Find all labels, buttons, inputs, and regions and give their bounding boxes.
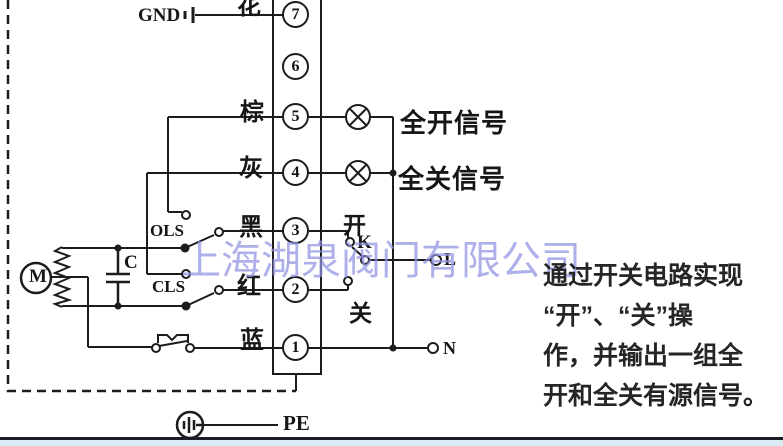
- thermal-lever: [158, 340, 188, 347]
- lamp-full-open: [345, 104, 371, 130]
- watermark-text: 上海湖泉阀门有限公司: [181, 238, 581, 283]
- pe-label: PE: [283, 411, 310, 435]
- motor-symbol: [19, 246, 73, 308]
- gnd-symbol: [183, 7, 195, 23]
- terminal-6: 6: [282, 53, 309, 80]
- wire-gray-4: [146, 172, 283, 275]
- terminal-6-number: 6: [291, 57, 300, 75]
- ols-label: OLS: [150, 221, 185, 240]
- cls-lower-contact: [214, 285, 224, 295]
- close-label: 关: [349, 300, 372, 326]
- note-line-4: 开和全关有源信号。: [543, 382, 769, 410]
- wire-label-black: 黑: [239, 214, 263, 241]
- terminal-1: 1: [282, 334, 309, 361]
- enclosure-dashed-border: [6, 0, 296, 393]
- k-common-contact: [360, 255, 370, 265]
- gnd-label: GND: [138, 5, 181, 26]
- wire-label-t7: 花: [237, 0, 261, 20]
- wire-label-blue: 蓝: [240, 327, 264, 354]
- lamp-full-close: [345, 160, 371, 186]
- open-label: 开: [343, 212, 366, 238]
- note-line-3: 作，并输出一组全: [543, 342, 744, 370]
- k-open-contact: [345, 237, 355, 247]
- terminal-5: 5: [282, 103, 309, 130]
- cls-lever: [185, 292, 215, 307]
- ols-switch: [180, 210, 224, 253]
- full-close-signal-label: 全关信号: [398, 164, 507, 194]
- wire-label-brown: 棕: [240, 99, 264, 126]
- l-terminal: [430, 254, 442, 266]
- terminal-3-number: 3: [291, 221, 300, 239]
- full-open-signal-label: 全开信号: [400, 108, 509, 138]
- thermal-right-contact: [185, 343, 195, 353]
- motor-circle: [19, 261, 53, 295]
- cls-label: CLS: [152, 277, 186, 296]
- bottom-divider-dark: [0, 437, 783, 440]
- terminal-2-number: 2: [291, 280, 300, 298]
- bottom-divider-light: [0, 440, 783, 446]
- motor-label: M: [29, 266, 47, 287]
- wires: [51, 14, 431, 426]
- capacitor-label: C: [124, 252, 138, 273]
- enclosure-path: [6, 0, 296, 393]
- thermal-left-contact: [151, 343, 161, 353]
- terminal-4: 4: [282, 159, 309, 186]
- note-line-1: 通过开关电路实现: [543, 262, 744, 290]
- cls-switch: [181, 269, 224, 311]
- k-close-contact: [343, 276, 353, 286]
- wire-motor-tap: [51, 276, 152, 348]
- terminal-3: 3: [282, 217, 309, 244]
- capacitor-symbol: [106, 248, 130, 306]
- thermal-element: [157, 334, 189, 343]
- cls-upper-contact: [181, 269, 191, 279]
- ols-upper-contact: [181, 210, 191, 220]
- wire-label-gray: 灰: [239, 155, 263, 182]
- terminal-1-number: 1: [291, 338, 300, 356]
- thermal-protector: [151, 334, 195, 353]
- n-terminal: [427, 342, 439, 354]
- ols-lever: [184, 234, 215, 249]
- pe-symbol: [175, 410, 205, 440]
- n-label: N: [443, 338, 456, 358]
- terminal-2: 2: [282, 276, 309, 303]
- terminal-7: 7: [282, 1, 309, 28]
- terminal-5-number: 5: [291, 107, 300, 125]
- motor-winding-zigzag: [52, 246, 73, 308]
- terminal-7-number: 7: [291, 5, 300, 23]
- wire-brown-5: [167, 116, 283, 213]
- ols-lower-contact: [214, 227, 224, 237]
- terminal-strip: [272, 0, 322, 391]
- wire-label-red: 红: [237, 273, 261, 300]
- wire-open-contact: [309, 230, 349, 238]
- l-label: L: [444, 249, 457, 269]
- kl-selector-switch: [343, 237, 442, 354]
- terminal-4-number: 4: [291, 163, 300, 181]
- note-line-2: “开”、“关”操: [543, 302, 694, 330]
- description-note: 通过开关电路实现 “开”、“关”操 作，并输出一组全 开和全关有源信号。: [543, 256, 771, 416]
- k-lever: [351, 246, 363, 257]
- k-label: K: [357, 232, 372, 253]
